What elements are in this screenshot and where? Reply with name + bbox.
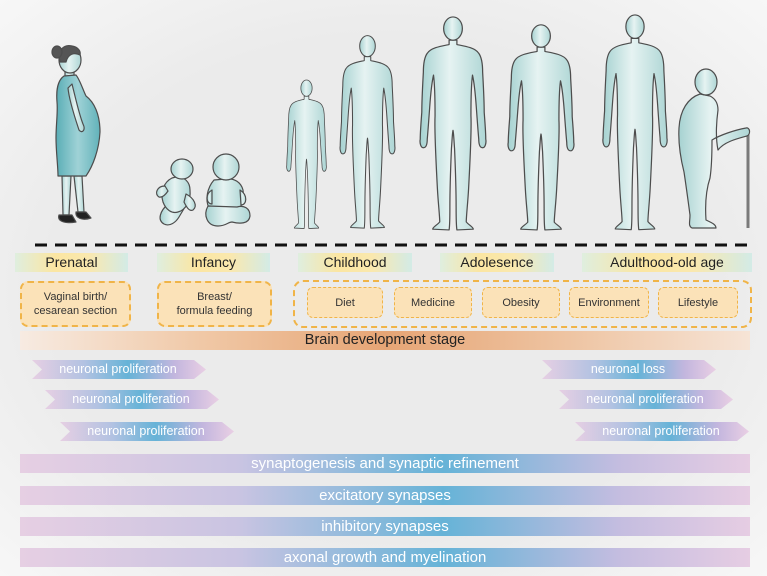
stage-prenatal: Prenatal bbox=[15, 253, 128, 272]
factor-diet: Diet bbox=[307, 287, 383, 318]
factor-infancy-line-2: formula feeding bbox=[176, 305, 253, 317]
process-bar-inhibitory-synapses: inhibitory synapses bbox=[20, 517, 750, 536]
brain-development-stage-bar: Brain development stage bbox=[20, 331, 750, 350]
stage-childhood: Childhood bbox=[298, 253, 412, 272]
late-process-arrow: neuronal proliferation bbox=[575, 422, 749, 441]
factor-prenatal-line-2: cesarean section bbox=[33, 305, 118, 317]
stage-adulthood-old-age: Adulthood-old age bbox=[582, 253, 752, 272]
elderly-figure bbox=[678, 68, 751, 229]
adult-figure bbox=[602, 14, 668, 231]
factor-prenatal-line-1: Vaginal birth/ bbox=[43, 291, 108, 303]
child-figure bbox=[339, 35, 396, 229]
adult-figure bbox=[507, 24, 575, 231]
factor-lifestyle: Lifestyle bbox=[658, 287, 738, 318]
process-bar-synaptogenesis: synaptogenesis and synaptic refinement bbox=[20, 454, 750, 473]
late-process-arrow: neuronal loss bbox=[542, 360, 716, 379]
stage-infancy: Infancy bbox=[157, 253, 270, 272]
late-process-arrow: neuronal proliferation bbox=[559, 390, 733, 409]
factor-group-later-life bbox=[293, 280, 752, 328]
early-process-arrow: neuronal proliferation bbox=[32, 360, 206, 379]
stage-adolescence: Adolesence bbox=[440, 253, 554, 272]
factor-infancy: Breast/ formula feeding bbox=[157, 281, 272, 327]
early-process-arrow: neuronal proliferation bbox=[45, 390, 219, 409]
process-bar-excitatory-synapses: excitatory synapses bbox=[20, 486, 750, 505]
adult-figure bbox=[419, 16, 487, 231]
factor-medicine: Medicine bbox=[394, 287, 472, 318]
infant-figure bbox=[205, 153, 251, 227]
factor-obesity: Obesity bbox=[482, 287, 560, 318]
factor-environment: Environment bbox=[569, 287, 649, 318]
child-figure bbox=[286, 79, 327, 229]
life-stage-figures bbox=[35, 14, 752, 247]
early-process-arrow: neuronal proliferation bbox=[60, 422, 234, 441]
factor-prenatal: Vaginal birth/ cesarean section bbox=[20, 281, 131, 327]
infant-figure bbox=[155, 158, 196, 226]
factor-infancy-line-1: Breast/ bbox=[197, 291, 232, 303]
process-bar-axonal-growth: axonal growth and myelination bbox=[20, 548, 750, 567]
pregnant-woman-figure bbox=[51, 45, 101, 224]
